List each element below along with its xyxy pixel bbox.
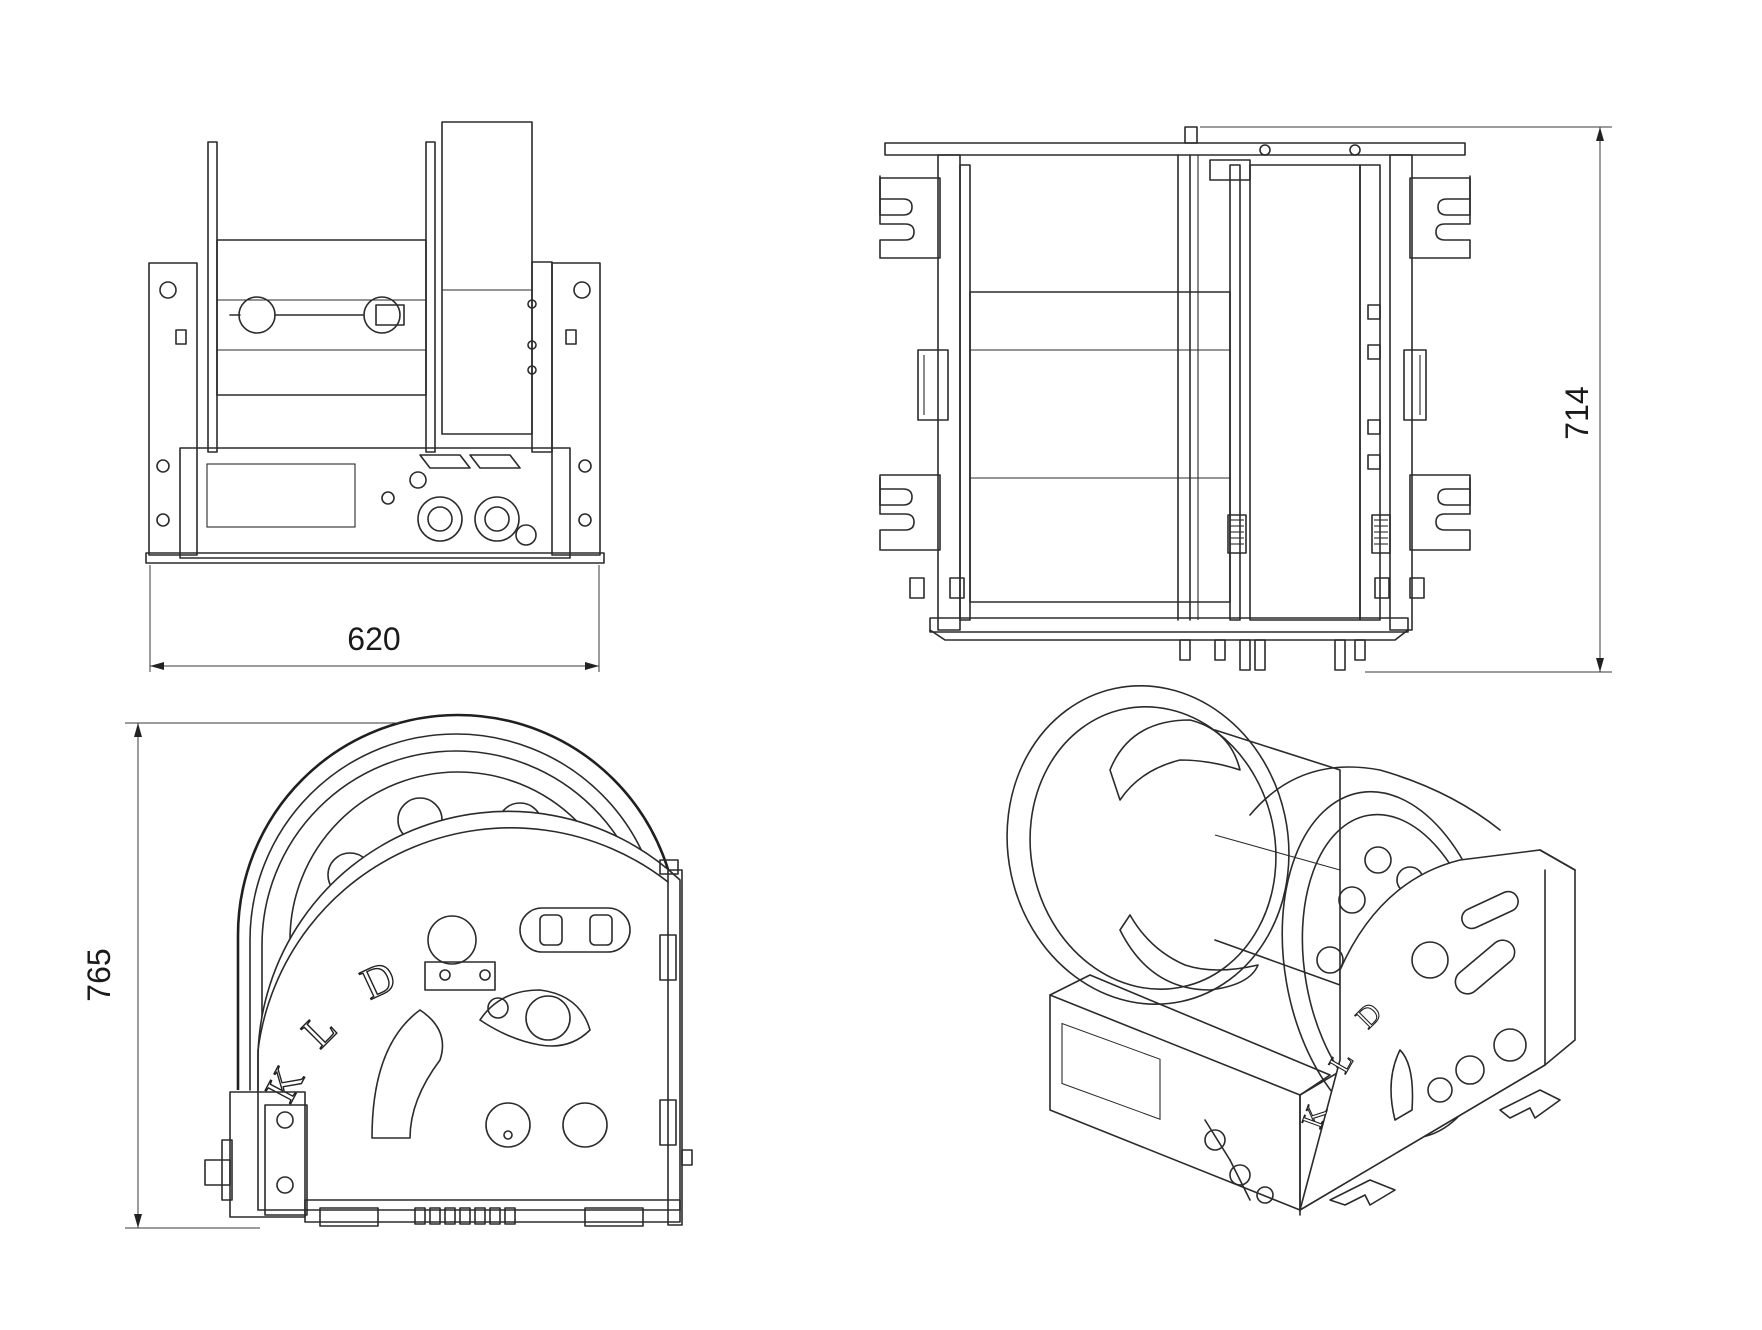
side-view: K L D 765 (81, 713, 693, 1229)
width-dimension-label: 620 (347, 621, 400, 657)
front-view: 620 (145, 121, 605, 672)
top-view: 714 (879, 126, 1612, 673)
isometric-view: K L D (1006, 685, 1576, 1216)
depth-dimension-label: 714 (1559, 386, 1595, 439)
height-dimension-label: 765 (81, 948, 117, 1001)
